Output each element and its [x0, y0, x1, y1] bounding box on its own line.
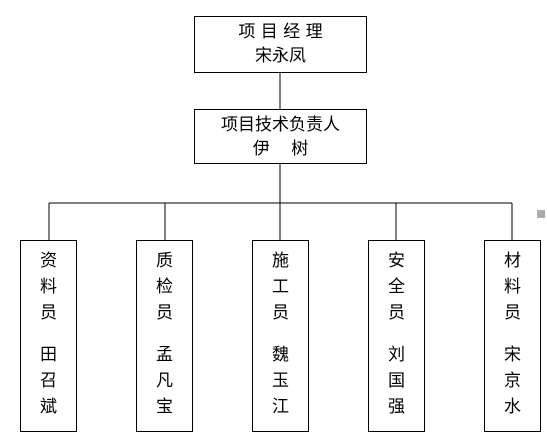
- staff-role: 施工员: [272, 251, 289, 323]
- project-manager-box: 项 目 经 理 宋永凤: [194, 16, 367, 73]
- technical-lead-box: 项目技术负责人 伊 树: [194, 109, 367, 164]
- staff-box-safety-officer: 安全员 刘国强: [368, 240, 425, 432]
- staff-box-materials-clerk: 材料员 宋京水: [484, 240, 541, 432]
- project-manager-title: 项 目 经 理: [238, 22, 323, 42]
- staff-role: 质检员: [156, 251, 173, 323]
- staff-name: 魏玉江: [272, 345, 289, 417]
- staff-box-construction-worker: 施工员 魏玉江: [252, 240, 309, 432]
- project-manager-name: 宋永凤: [255, 46, 306, 66]
- technical-lead-name: 伊 树: [252, 139, 309, 159]
- staff-role: 资料员: [40, 251, 57, 323]
- staff-name: 刘国强: [388, 345, 405, 417]
- staff-name: 孟凡宝: [156, 345, 173, 417]
- staff-box-data-clerk: 资料员 田召斌: [20, 240, 77, 432]
- technical-lead-title: 项目技术负责人: [221, 115, 340, 135]
- grey-square-marker: [537, 210, 545, 218]
- staff-name: 宋京水: [504, 345, 521, 417]
- staff-name: 田召斌: [40, 345, 57, 417]
- staff-box-quality-inspector: 质检员 孟凡宝: [136, 240, 193, 432]
- staff-role: 安全员: [388, 251, 405, 323]
- staff-role: 材料员: [504, 251, 521, 323]
